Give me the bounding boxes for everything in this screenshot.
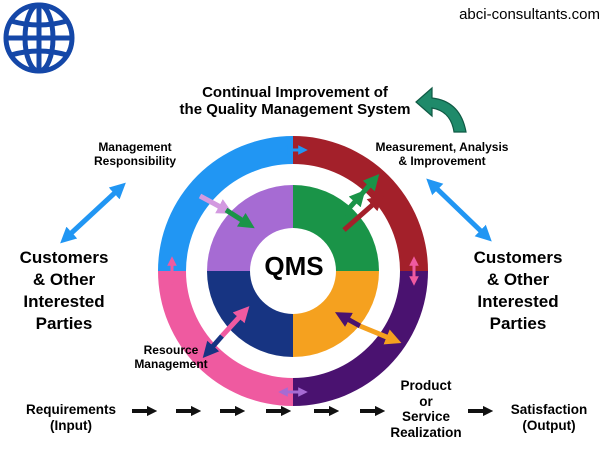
- measurement-analysis-label: Measurement, Analysis & Improvement: [358, 140, 526, 169]
- management-responsibility-label: Management Responsibility: [60, 140, 210, 169]
- customers-right-line-2: & Other: [486, 270, 550, 290]
- product-line-4: Realization: [390, 424, 462, 440]
- diagram-title: Continual Improvement of the Quality Man…: [150, 84, 440, 119]
- product-realization-label: Product or Service Realization: [382, 378, 470, 440]
- title-line-2: the Quality Management System: [179, 101, 411, 119]
- customers-right-label: Customers & Other Interested Parties: [450, 247, 586, 335]
- input-line-1: Requirements: [25, 402, 117, 417]
- input-line-2: (Input): [50, 417, 92, 433]
- resource-management-label: Resource Management: [116, 343, 226, 372]
- site-url[interactable]: abci-consultants.com: [459, 6, 600, 23]
- customers-left-line-3: Interested: [23, 292, 105, 312]
- customer-arrows: [60, 178, 492, 244]
- output-line-1: Satisfaction: [510, 402, 588, 417]
- customers-left-line-1: Customers: [19, 248, 109, 267]
- title-line-1: Continual Improvement of: [202, 84, 388, 101]
- output-line-2: (Output): [522, 417, 576, 433]
- qms-center-label: QMS: [264, 251, 324, 281]
- product-line-2: or: [419, 393, 433, 409]
- ring-boundary-arrows: [167, 145, 419, 397]
- continual-improvement-arrow-icon: [415, 86, 467, 133]
- measurement-line-2: & Improvement: [398, 153, 486, 168]
- customers-right-line-4: Parties: [489, 314, 547, 334]
- measurement-line-1: Measurement, Analysis: [375, 140, 509, 154]
- product-line-1: Product: [400, 378, 452, 393]
- requirements-input-label: Requirements (Input): [6, 402, 136, 433]
- management-line-1: Management: [98, 140, 172, 154]
- resource-line-1: Resource: [143, 343, 199, 357]
- customers-left-line-2: & Other: [32, 270, 96, 290]
- resource-line-2: Management: [134, 356, 208, 371]
- customers-right-line-1: Customers: [473, 248, 563, 267]
- quadrant-ring-arrows: [198, 173, 402, 359]
- customers-right-line-3: Interested: [477, 292, 559, 312]
- customers-left-line-4: Parties: [35, 314, 93, 334]
- globe-icon: [3, 2, 75, 74]
- product-line-3: Service: [401, 409, 451, 425]
- customers-left-label: Customers & Other Interested Parties: [0, 247, 128, 335]
- management-line-2: Responsibility: [93, 153, 176, 168]
- satisfaction-output-label: Satisfaction (Output): [490, 402, 608, 433]
